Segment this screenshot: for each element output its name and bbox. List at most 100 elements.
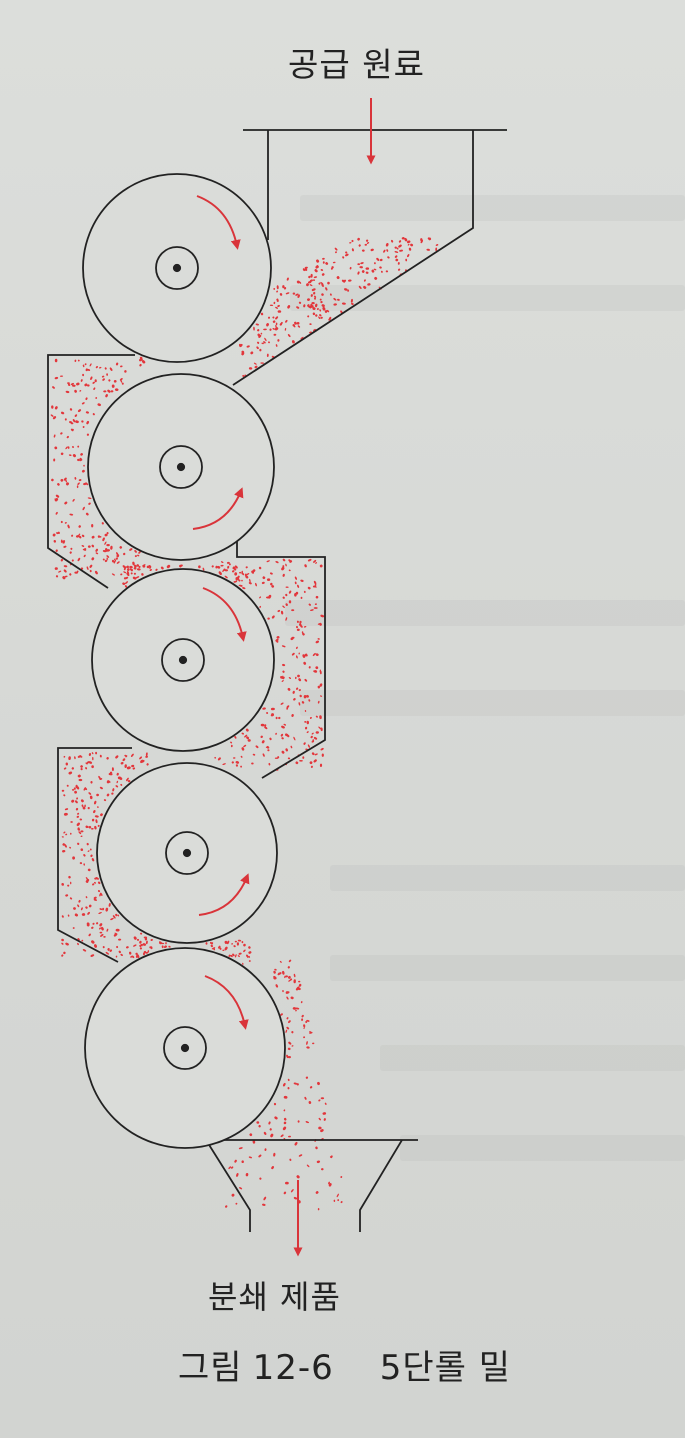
particle bbox=[314, 303, 318, 308]
particle bbox=[61, 938, 64, 942]
particle bbox=[373, 268, 377, 271]
particle bbox=[282, 1126, 287, 1131]
particle bbox=[296, 306, 300, 309]
particle bbox=[50, 414, 54, 417]
particle bbox=[257, 333, 261, 337]
particle bbox=[343, 279, 347, 283]
particle bbox=[299, 759, 303, 762]
particle bbox=[89, 569, 92, 573]
particle bbox=[260, 362, 265, 364]
particle bbox=[232, 757, 236, 759]
particle bbox=[231, 943, 234, 945]
particle bbox=[75, 420, 79, 424]
particle bbox=[320, 727, 323, 732]
particle bbox=[273, 1152, 276, 1157]
particle bbox=[386, 249, 389, 252]
particle bbox=[298, 678, 302, 682]
particle bbox=[234, 1159, 237, 1163]
particle bbox=[129, 548, 133, 551]
particle bbox=[303, 661, 307, 665]
particle bbox=[236, 942, 240, 946]
particle bbox=[309, 1086, 313, 1089]
particle bbox=[236, 1172, 239, 1177]
particle bbox=[228, 1166, 231, 1170]
particle bbox=[92, 756, 94, 761]
particle bbox=[65, 762, 69, 766]
particle bbox=[80, 835, 83, 838]
particle bbox=[318, 1099, 321, 1102]
particle bbox=[53, 540, 57, 543]
particle bbox=[124, 585, 128, 588]
roll-4-rotation-arrow-icon bbox=[198, 873, 250, 916]
particle bbox=[319, 763, 323, 767]
particle bbox=[320, 300, 323, 304]
particle bbox=[235, 1202, 238, 1205]
particle bbox=[282, 670, 285, 673]
particle bbox=[118, 938, 122, 941]
particle bbox=[111, 792, 114, 795]
particle bbox=[58, 570, 62, 573]
particle bbox=[304, 720, 307, 723]
particle bbox=[316, 265, 319, 268]
particle bbox=[82, 364, 85, 368]
particle bbox=[273, 1102, 277, 1106]
particle bbox=[71, 799, 75, 803]
particle bbox=[248, 1156, 253, 1159]
particle bbox=[80, 907, 83, 911]
particle bbox=[313, 559, 317, 563]
particle bbox=[321, 293, 324, 296]
particle bbox=[259, 605, 262, 608]
particle bbox=[149, 569, 153, 571]
particle bbox=[78, 831, 82, 835]
particle bbox=[84, 363, 87, 366]
particle bbox=[307, 304, 310, 307]
particle bbox=[318, 282, 321, 285]
particle bbox=[99, 754, 102, 758]
particle bbox=[83, 863, 86, 866]
particle bbox=[69, 408, 73, 411]
particle bbox=[127, 779, 131, 783]
particle bbox=[314, 295, 317, 298]
particle bbox=[291, 714, 294, 717]
particle bbox=[282, 1082, 286, 1087]
particle bbox=[105, 907, 109, 912]
particle bbox=[298, 702, 301, 706]
particle bbox=[311, 288, 315, 292]
particle bbox=[248, 367, 253, 370]
particle bbox=[287, 757, 291, 760]
particle bbox=[91, 544, 95, 548]
particle bbox=[298, 281, 302, 284]
particle bbox=[60, 452, 64, 456]
particle bbox=[275, 344, 278, 347]
particle bbox=[309, 323, 312, 326]
particle bbox=[318, 1117, 321, 1121]
particle bbox=[246, 955, 249, 958]
particle bbox=[305, 654, 308, 657]
particle bbox=[88, 825, 92, 829]
particle bbox=[407, 254, 410, 258]
particle bbox=[87, 545, 91, 548]
particle bbox=[315, 731, 319, 734]
particle bbox=[252, 569, 256, 573]
particle bbox=[266, 353, 269, 357]
particle bbox=[294, 321, 297, 325]
particle bbox=[379, 258, 383, 262]
particle bbox=[269, 1128, 272, 1131]
particle bbox=[258, 566, 262, 570]
particle bbox=[407, 243, 410, 246]
particle bbox=[282, 663, 286, 667]
particle bbox=[287, 687, 291, 691]
particle bbox=[251, 570, 253, 574]
particle bbox=[285, 563, 287, 567]
particle bbox=[303, 590, 306, 593]
particle bbox=[69, 551, 72, 554]
particle bbox=[95, 397, 98, 399]
particle bbox=[242, 374, 245, 378]
particle bbox=[91, 858, 95, 862]
particle bbox=[83, 482, 87, 486]
particle bbox=[314, 753, 318, 756]
particle bbox=[288, 1041, 292, 1045]
particle bbox=[274, 327, 279, 331]
particle bbox=[109, 367, 113, 371]
particle bbox=[143, 936, 148, 939]
